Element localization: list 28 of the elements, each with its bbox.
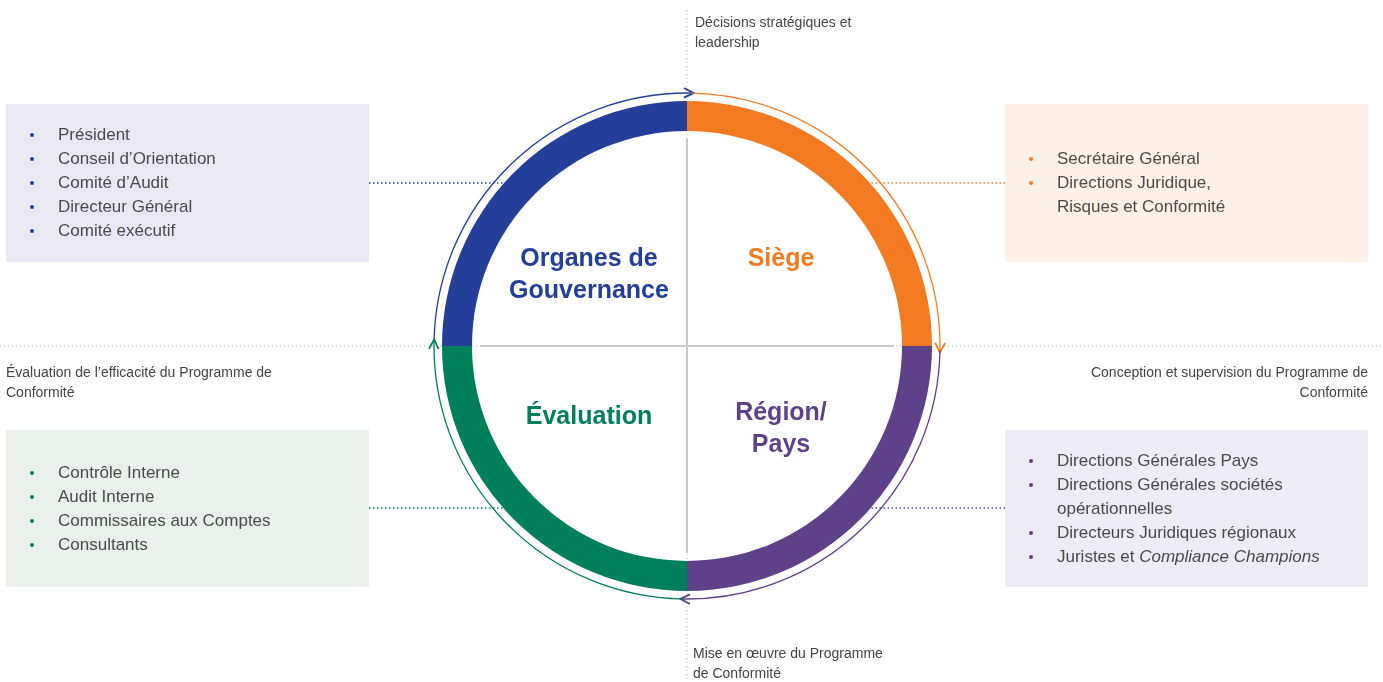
list-item: Audit Interne xyxy=(58,486,155,506)
axis-label: Évaluation de l’efficacité du Programme de Conformité xyxy=(6,363,273,402)
list-item: Directeur Général xyxy=(58,197,193,216)
quadrant-title: Organes de Gouvernance xyxy=(508,242,670,305)
list-item: Conseil d’Orientation xyxy=(58,149,216,168)
list-item: Juristes et Compliance Champions xyxy=(1057,546,1320,566)
info-card xyxy=(6,430,369,587)
list-item: Comité exécutif xyxy=(58,221,176,240)
list-item: Directions Générales Pays xyxy=(1057,450,1259,470)
list-item: Président xyxy=(58,125,130,144)
info-card xyxy=(1005,104,1368,262)
list-item: Commissaires aux Comptes xyxy=(58,510,271,530)
quadrant-title: Évaluation xyxy=(524,400,654,431)
list-item: Directeurs Juridiques régionaux xyxy=(1057,522,1297,542)
quadrant-title: Siège xyxy=(746,242,816,273)
list-item: Directions Juridique, Risques et Conformité xyxy=(1057,173,1226,216)
list-item: Directions Générales sociétés opérationnelles xyxy=(1057,474,1283,518)
info-card xyxy=(1005,430,1368,587)
info-card xyxy=(6,104,369,262)
axis-label: Conception et supervision du Programme de Conformité xyxy=(1089,363,1368,402)
axis-label: Mise en œuvre du Programme de Conformité xyxy=(693,644,884,682)
list-item: Contrôle Interne xyxy=(58,462,180,482)
list-item: Comité d’Audit xyxy=(58,173,169,192)
quadrant-title: Région/ Pays xyxy=(734,396,828,459)
leader-line xyxy=(368,507,506,509)
list-item: Consultants xyxy=(58,534,148,554)
axis-label: Décisions stratégiques et leadership xyxy=(695,13,853,52)
list-item: Secrétaire Général xyxy=(1057,149,1200,168)
